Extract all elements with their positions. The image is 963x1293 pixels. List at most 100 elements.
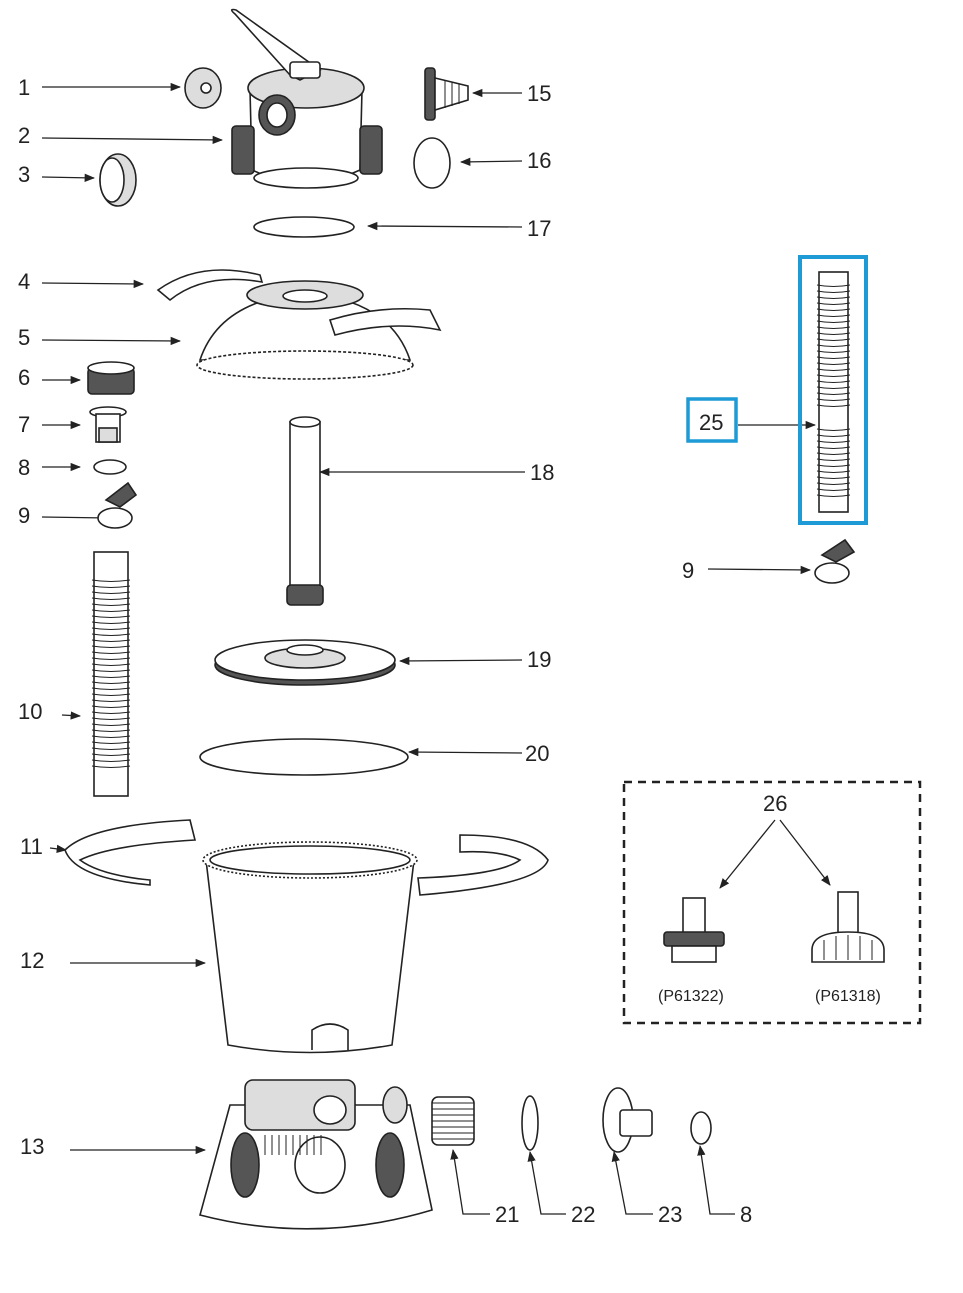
- part-8-o-ring: [93, 459, 127, 475]
- callout-25: 25: [686, 397, 817, 443]
- part-21-strainer: [431, 1096, 475, 1146]
- label-20: 20: [525, 741, 549, 766]
- label-8: 8: [18, 455, 30, 480]
- label-13: 13: [20, 1134, 44, 1159]
- label-17: 17: [527, 216, 551, 241]
- hose-rib: [816, 326, 851, 329]
- part-25-hose: [798, 255, 868, 525]
- callout-11: 11: [20, 834, 68, 859]
- hose-rib: [816, 362, 851, 365]
- label-4: 4: [18, 269, 30, 294]
- hose-rib: [91, 585, 131, 588]
- hose-rib: [91, 621, 131, 624]
- hose-rib: [816, 344, 851, 347]
- part-8-o-ring-secondary: [690, 1111, 712, 1145]
- hose-rib: [91, 693, 131, 696]
- label-22: 22: [571, 1202, 595, 1227]
- callout-18: 18: [318, 460, 554, 485]
- label-5: 5: [18, 325, 30, 350]
- hose-rib: [816, 398, 851, 401]
- hose-rib: [91, 681, 131, 684]
- hose-rib: [816, 488, 851, 491]
- hose-rib: [91, 717, 131, 720]
- hose-rib: [91, 753, 131, 756]
- callout-20: 20: [407, 741, 549, 766]
- part-7-adapter: [89, 406, 127, 443]
- label-7: 7: [18, 412, 30, 437]
- label-25: 25: [699, 410, 723, 435]
- part-26-variant-p61322: (P61322): [658, 897, 725, 1005]
- hose-rib: [91, 711, 131, 714]
- hose-rib: [816, 392, 851, 395]
- hose-rib: [91, 699, 131, 702]
- part-26-variant-p61318: (P61318): [811, 891, 885, 1005]
- hose-rib: [91, 675, 131, 678]
- hose-rib: [816, 296, 851, 299]
- hose-rib: [816, 440, 851, 443]
- hose-rib: [91, 591, 131, 594]
- hose-rib: [816, 284, 851, 287]
- hose-rib: [816, 308, 851, 311]
- callout-8-secondary: 8: [697, 1144, 752, 1227]
- callout-10: 10: [18, 699, 82, 724]
- hose-rib: [91, 645, 131, 648]
- hose-rib: [91, 669, 131, 672]
- hose-rib: [91, 633, 131, 636]
- part-5-tank-lid: [196, 280, 442, 380]
- label-6: 6: [18, 365, 30, 390]
- hose-rib: [91, 723, 131, 726]
- hose-rib: [91, 663, 131, 666]
- hose-rib: [816, 368, 851, 371]
- hose-rib: [816, 356, 851, 359]
- hose-rib: [816, 458, 851, 461]
- hose-rib: [91, 729, 131, 732]
- hose-rib: [816, 380, 851, 383]
- callout-22: 22: [527, 1150, 595, 1227]
- part-26-options-box: 26 (P61322) (P61318): [622, 780, 922, 1025]
- part-6-union-nut: [87, 361, 135, 395]
- hose-rib: [816, 404, 851, 407]
- callout-23: 23: [611, 1150, 682, 1227]
- part-9-hose-clamp-secondary: [814, 538, 856, 584]
- callout-7: 7: [18, 412, 82, 437]
- label-8-secondary: 8: [740, 1202, 752, 1227]
- callout-2: 2: [18, 123, 224, 148]
- label-21: 21: [495, 1202, 519, 1227]
- callout-16: 16: [459, 148, 551, 173]
- part-15-hose-adapter: [424, 67, 469, 121]
- callout-13: 13: [20, 1134, 207, 1159]
- hose-rib: [816, 482, 851, 485]
- callout-12: 12: [20, 948, 207, 973]
- part-10-hose: [91, 551, 131, 797]
- label-18: 18: [530, 460, 554, 485]
- hose-rib: [816, 374, 851, 377]
- part-1-cap-plug: [184, 67, 222, 109]
- hose-rib: [91, 627, 131, 630]
- label-26: 26: [763, 791, 787, 816]
- hose-rib: [816, 302, 851, 305]
- callout-8: 8: [18, 455, 82, 480]
- hose-rib: [816, 446, 851, 449]
- callout-19: 19: [398, 647, 551, 672]
- part-number-p61322: (P61322): [658, 988, 724, 1005]
- highlight-box-25: [686, 397, 738, 443]
- callout-15: 15: [471, 81, 551, 106]
- part-4-clamp: [156, 269, 264, 302]
- hose-rib: [91, 687, 131, 690]
- hose-rib: [91, 609, 131, 612]
- label-12: 12: [20, 948, 44, 973]
- callout-9-secondary: 9: [682, 558, 812, 583]
- hose-rib: [816, 386, 851, 389]
- part-16-gasket: [413, 137, 451, 189]
- part-12-tank: [202, 841, 418, 1054]
- hose-rib: [91, 615, 131, 618]
- hose-rib: [816, 428, 851, 431]
- part-17-o-ring: [253, 216, 355, 238]
- part-2-multiport-valve: [230, 8, 383, 189]
- callout-4: 4: [18, 269, 145, 294]
- label-3: 3: [18, 162, 30, 187]
- highlight-box-hose-25: [798, 255, 868, 525]
- hose-rib: [816, 470, 851, 473]
- part-20-tank-o-ring: [199, 738, 409, 776]
